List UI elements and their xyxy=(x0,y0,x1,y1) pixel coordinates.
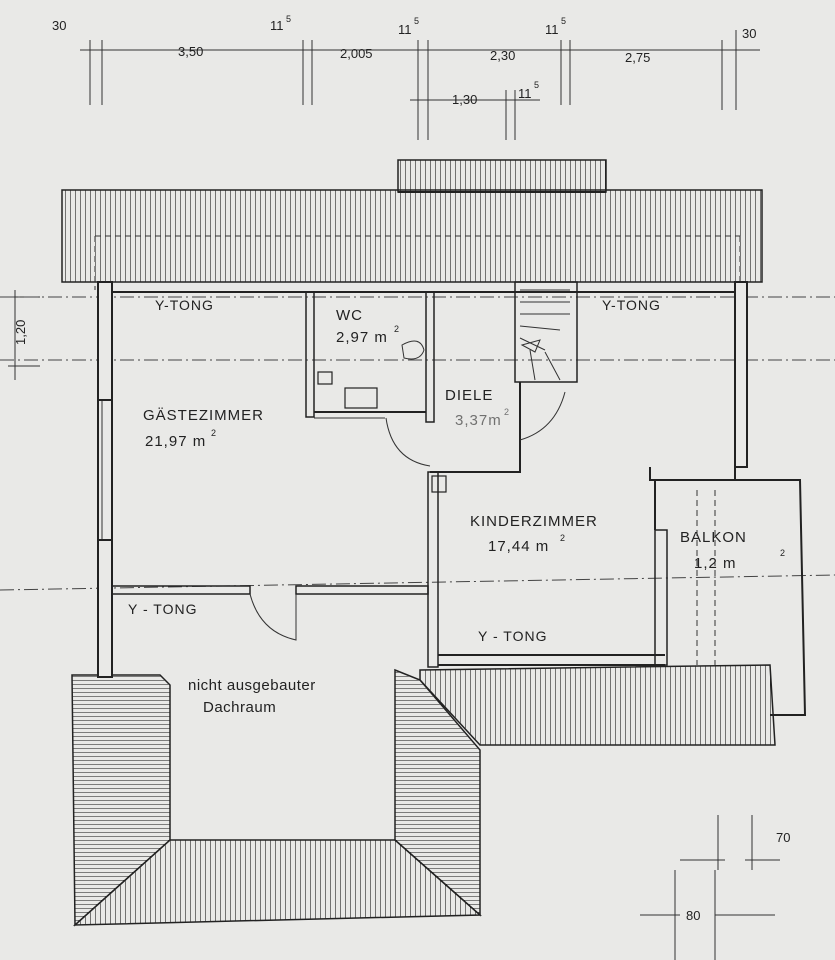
room-gaestezimmer-area-sup: 2 xyxy=(211,428,216,438)
walls xyxy=(97,281,807,716)
dim-top-275: 2,75 xyxy=(625,50,650,65)
detail-dimensions xyxy=(640,815,780,960)
dim-top-115-b-sup: 5 xyxy=(414,16,419,26)
dim-detail-80: 80 xyxy=(686,908,700,923)
dim-detail-70: 70 xyxy=(776,830,790,845)
room-gaestezimmer-area: 21,97 m xyxy=(145,433,206,450)
room-balkon-name: BALKON xyxy=(680,529,747,546)
room-wc-area: 2,97 m xyxy=(336,329,388,346)
top-dimension-chain xyxy=(80,30,760,140)
dim-top-115-a: 11 xyxy=(270,18,284,33)
dim-second-115-sup: 5 xyxy=(534,80,539,90)
dachraum-line2: Dachraum xyxy=(203,699,276,716)
room-diele-area-sup: 2 xyxy=(504,407,509,417)
dim-top-230: 2,30 xyxy=(490,48,515,63)
room-diele-area: 3,37m xyxy=(455,412,502,429)
room-wc-area-sup: 2 xyxy=(394,324,399,334)
dachraum-line1: nicht ausgebauter xyxy=(188,677,316,694)
wall-label-top-right: Y-TONG xyxy=(602,297,661,313)
dim-top-115-b: 11 xyxy=(398,22,412,37)
dim-top-115-c-sup: 5 xyxy=(561,16,566,26)
room-balkon-area-sup: 2 xyxy=(780,548,785,558)
roof-hatching-top xyxy=(61,159,763,290)
wall-label-top-left: Y-TONG xyxy=(155,297,214,313)
dim-top-350: 3,50 xyxy=(178,44,203,59)
room-kinderzimmer-name: KINDERZIMMER xyxy=(470,513,598,530)
dim-top-2005: 2,005 xyxy=(340,46,373,61)
dim-top-115-a-sup: 5 xyxy=(286,14,291,24)
wall-label-kinder-bottom: Y - TONG xyxy=(478,628,547,644)
dim-left-120: 1,20 xyxy=(13,320,28,345)
room-gaestezimmer-name: GÄSTEZIMMER xyxy=(143,407,264,424)
roof-hatching-bottom xyxy=(71,664,776,927)
room-kinderzimmer-area: 17,44 m xyxy=(488,538,549,555)
wall-label-mid-left: Y - TONG xyxy=(128,601,197,617)
room-wc-name: WC xyxy=(336,307,363,324)
axis-line-3 xyxy=(0,574,835,591)
dim-top-30-left: 30 xyxy=(52,18,66,33)
dim-top-115-c: 11 xyxy=(545,22,559,37)
dim-second-130: 1,30 xyxy=(452,92,477,107)
dim-second-115: 11 xyxy=(518,86,532,101)
room-kinderzimmer-area-sup: 2 xyxy=(560,533,565,543)
room-diele-name: DIELE xyxy=(445,387,493,404)
room-balkon-area: 1,2 m xyxy=(694,555,737,572)
dim-top-30-right: 30 xyxy=(742,26,756,41)
